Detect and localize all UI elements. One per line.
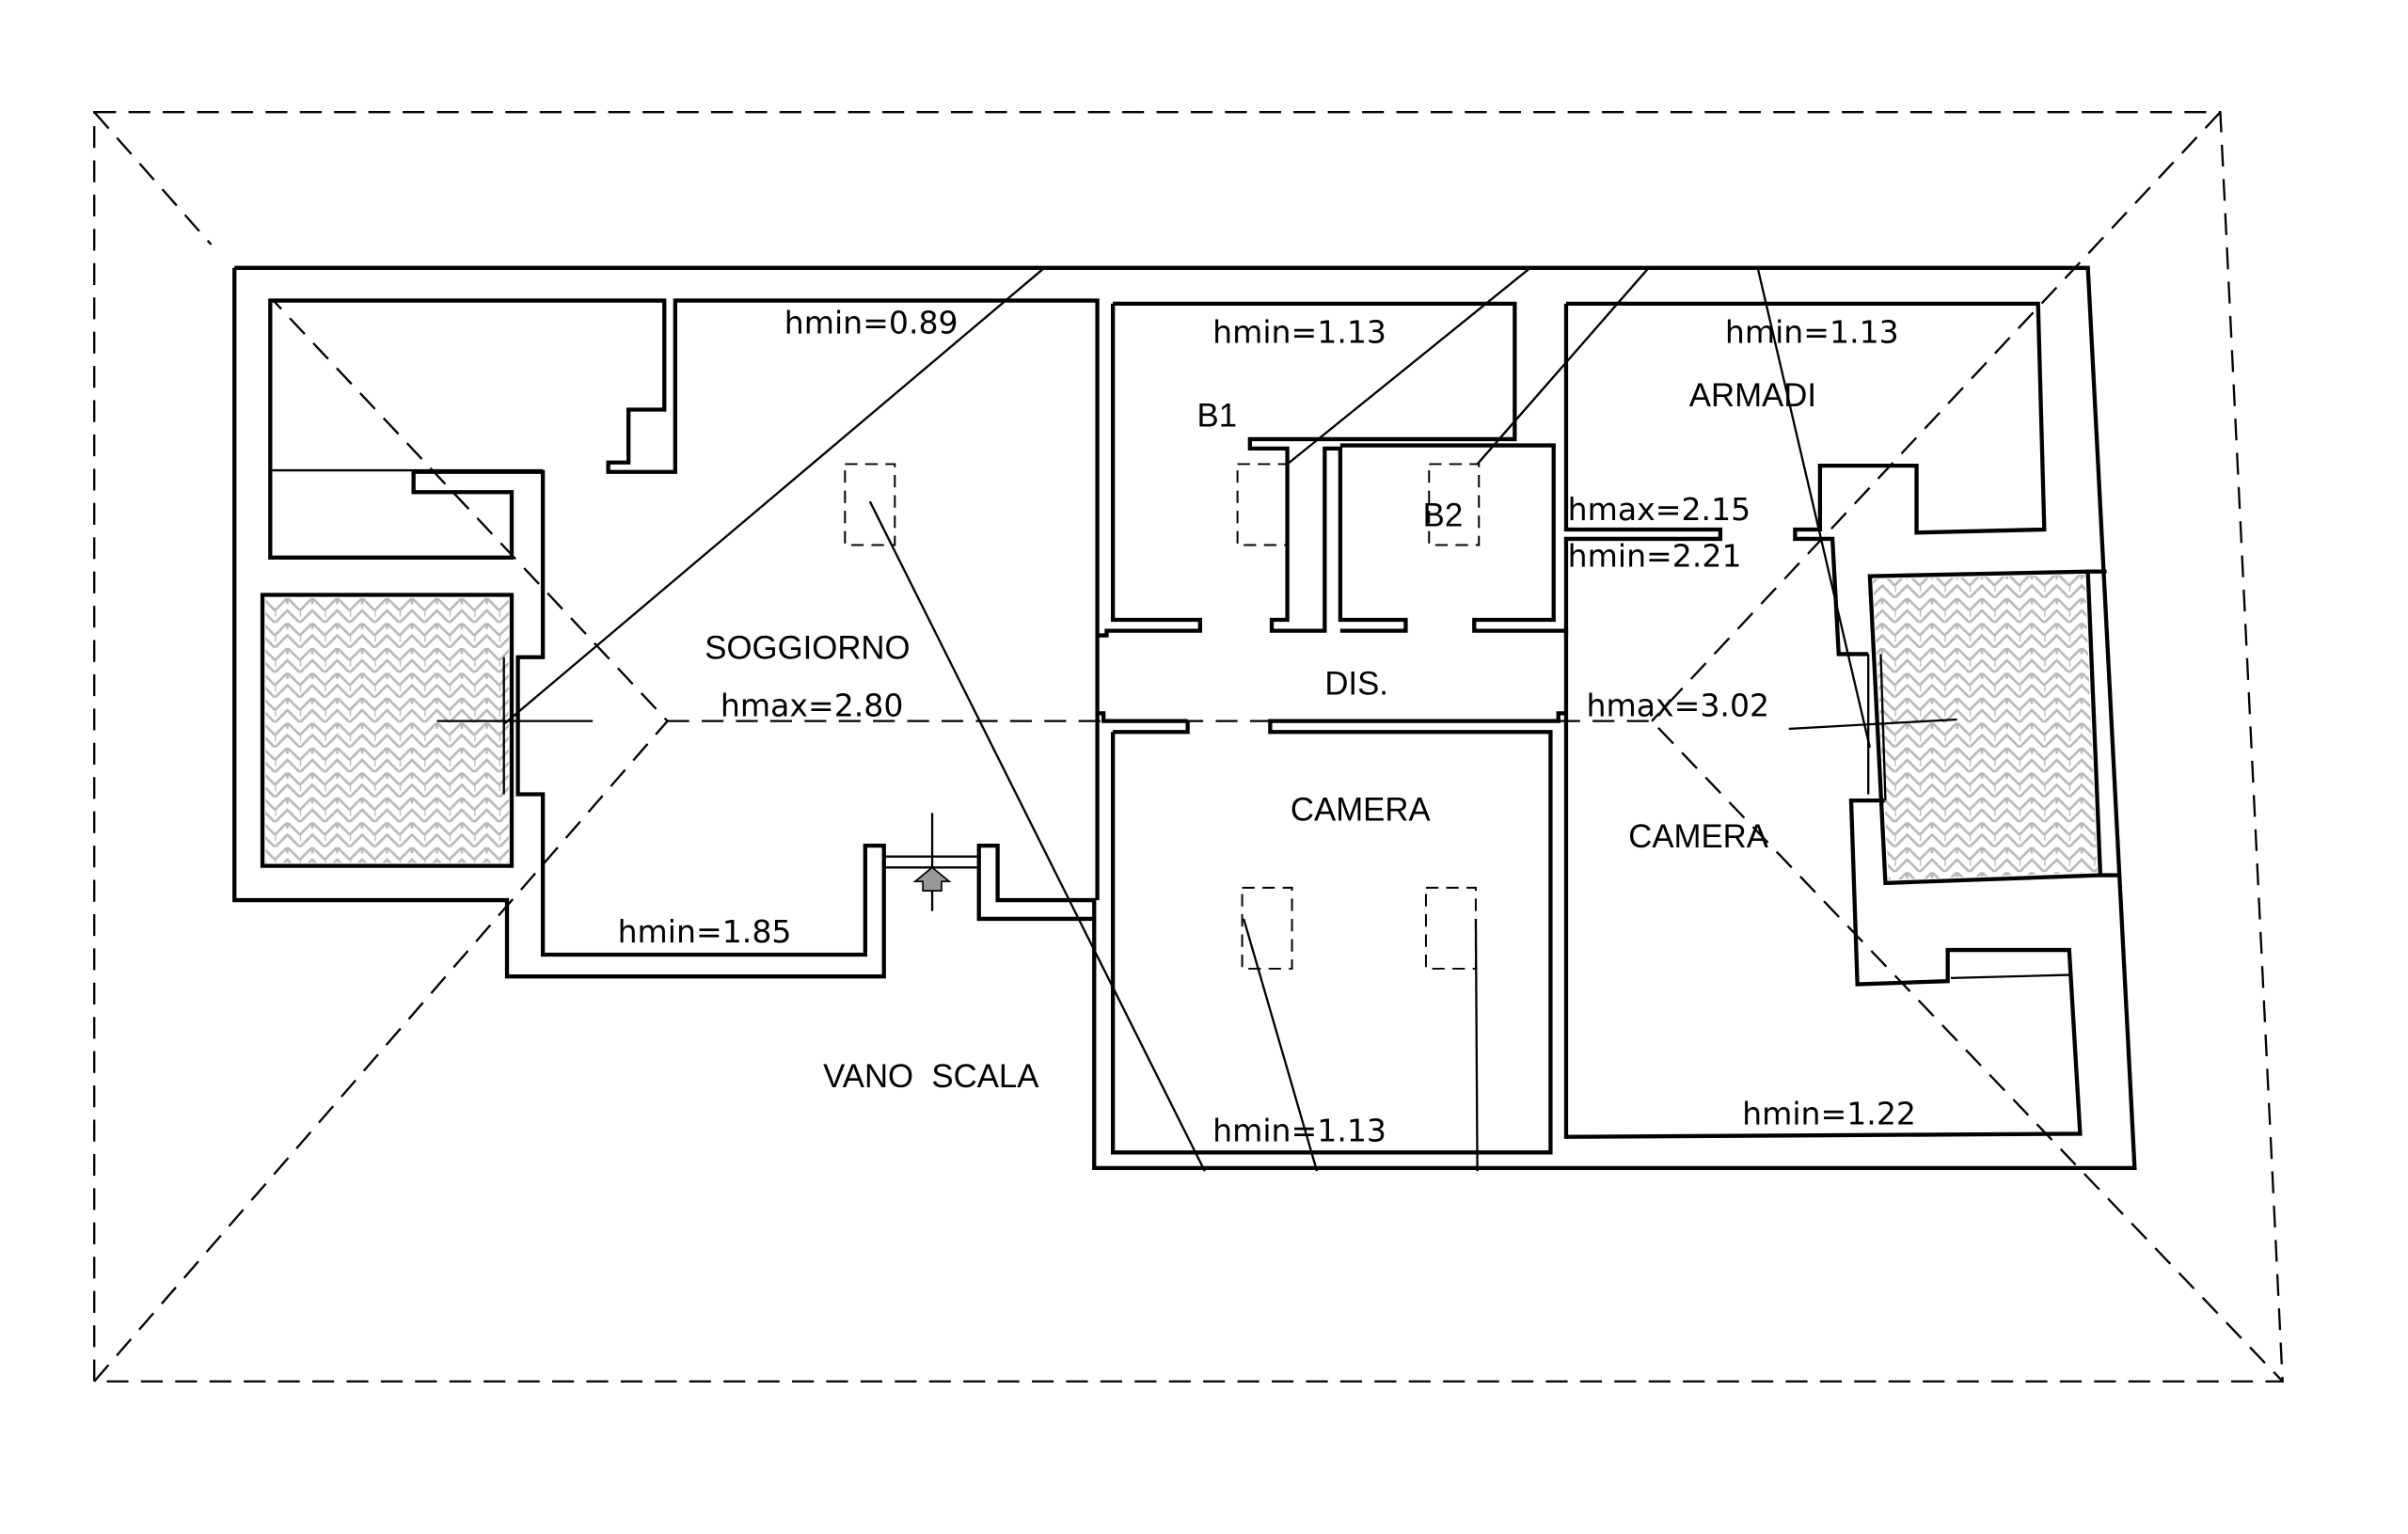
skylights bbox=[844, 463, 1481, 970]
walls bbox=[232, 265, 2137, 1171]
room-label-soggiorno: SOGGIORNO bbox=[705, 630, 910, 666]
height-camera-center-bottom: hmin=1.13 bbox=[1212, 1113, 1386, 1149]
height-b1-top: hmin=1.13 bbox=[1212, 313, 1386, 350]
room-label-camera-center: CAMERA bbox=[1291, 793, 1432, 829]
height-soggiorno-hmax: hmax=2.80 bbox=[721, 688, 904, 724]
room-label-b2: B2 bbox=[1423, 498, 1464, 534]
room-label-dis: DIS. bbox=[1324, 667, 1388, 703]
height-corridor-hmax: hmax=2.15 bbox=[1568, 491, 1751, 528]
room-label-b1: B1 bbox=[1197, 399, 1238, 435]
room-label-camera-right: CAMERA bbox=[1628, 819, 1769, 855]
room-label-vano-scala: VANO SCALA bbox=[823, 1059, 1039, 1095]
height-camera-right-bottom: hmin=1.22 bbox=[1742, 1096, 1916, 1132]
height-soggiorno-top: hmin=0.89 bbox=[784, 304, 958, 340]
roof-outline bbox=[93, 111, 2284, 1383]
height-armadi-top: hmin=1.13 bbox=[1725, 313, 1899, 350]
height-camera-right-hmax: hmax=3.02 bbox=[1587, 688, 1770, 724]
height-soggiorno-bottom: hmin=1.85 bbox=[618, 913, 792, 950]
height-corridor-hmin: hmin=2.21 bbox=[1568, 538, 1742, 575]
section-lines bbox=[270, 266, 2069, 1172]
fireplace-right-hatch bbox=[1873, 575, 2098, 880]
fireplace-left-hatch bbox=[265, 597, 509, 863]
room-label-armadi: ARMADI bbox=[1689, 378, 1816, 414]
